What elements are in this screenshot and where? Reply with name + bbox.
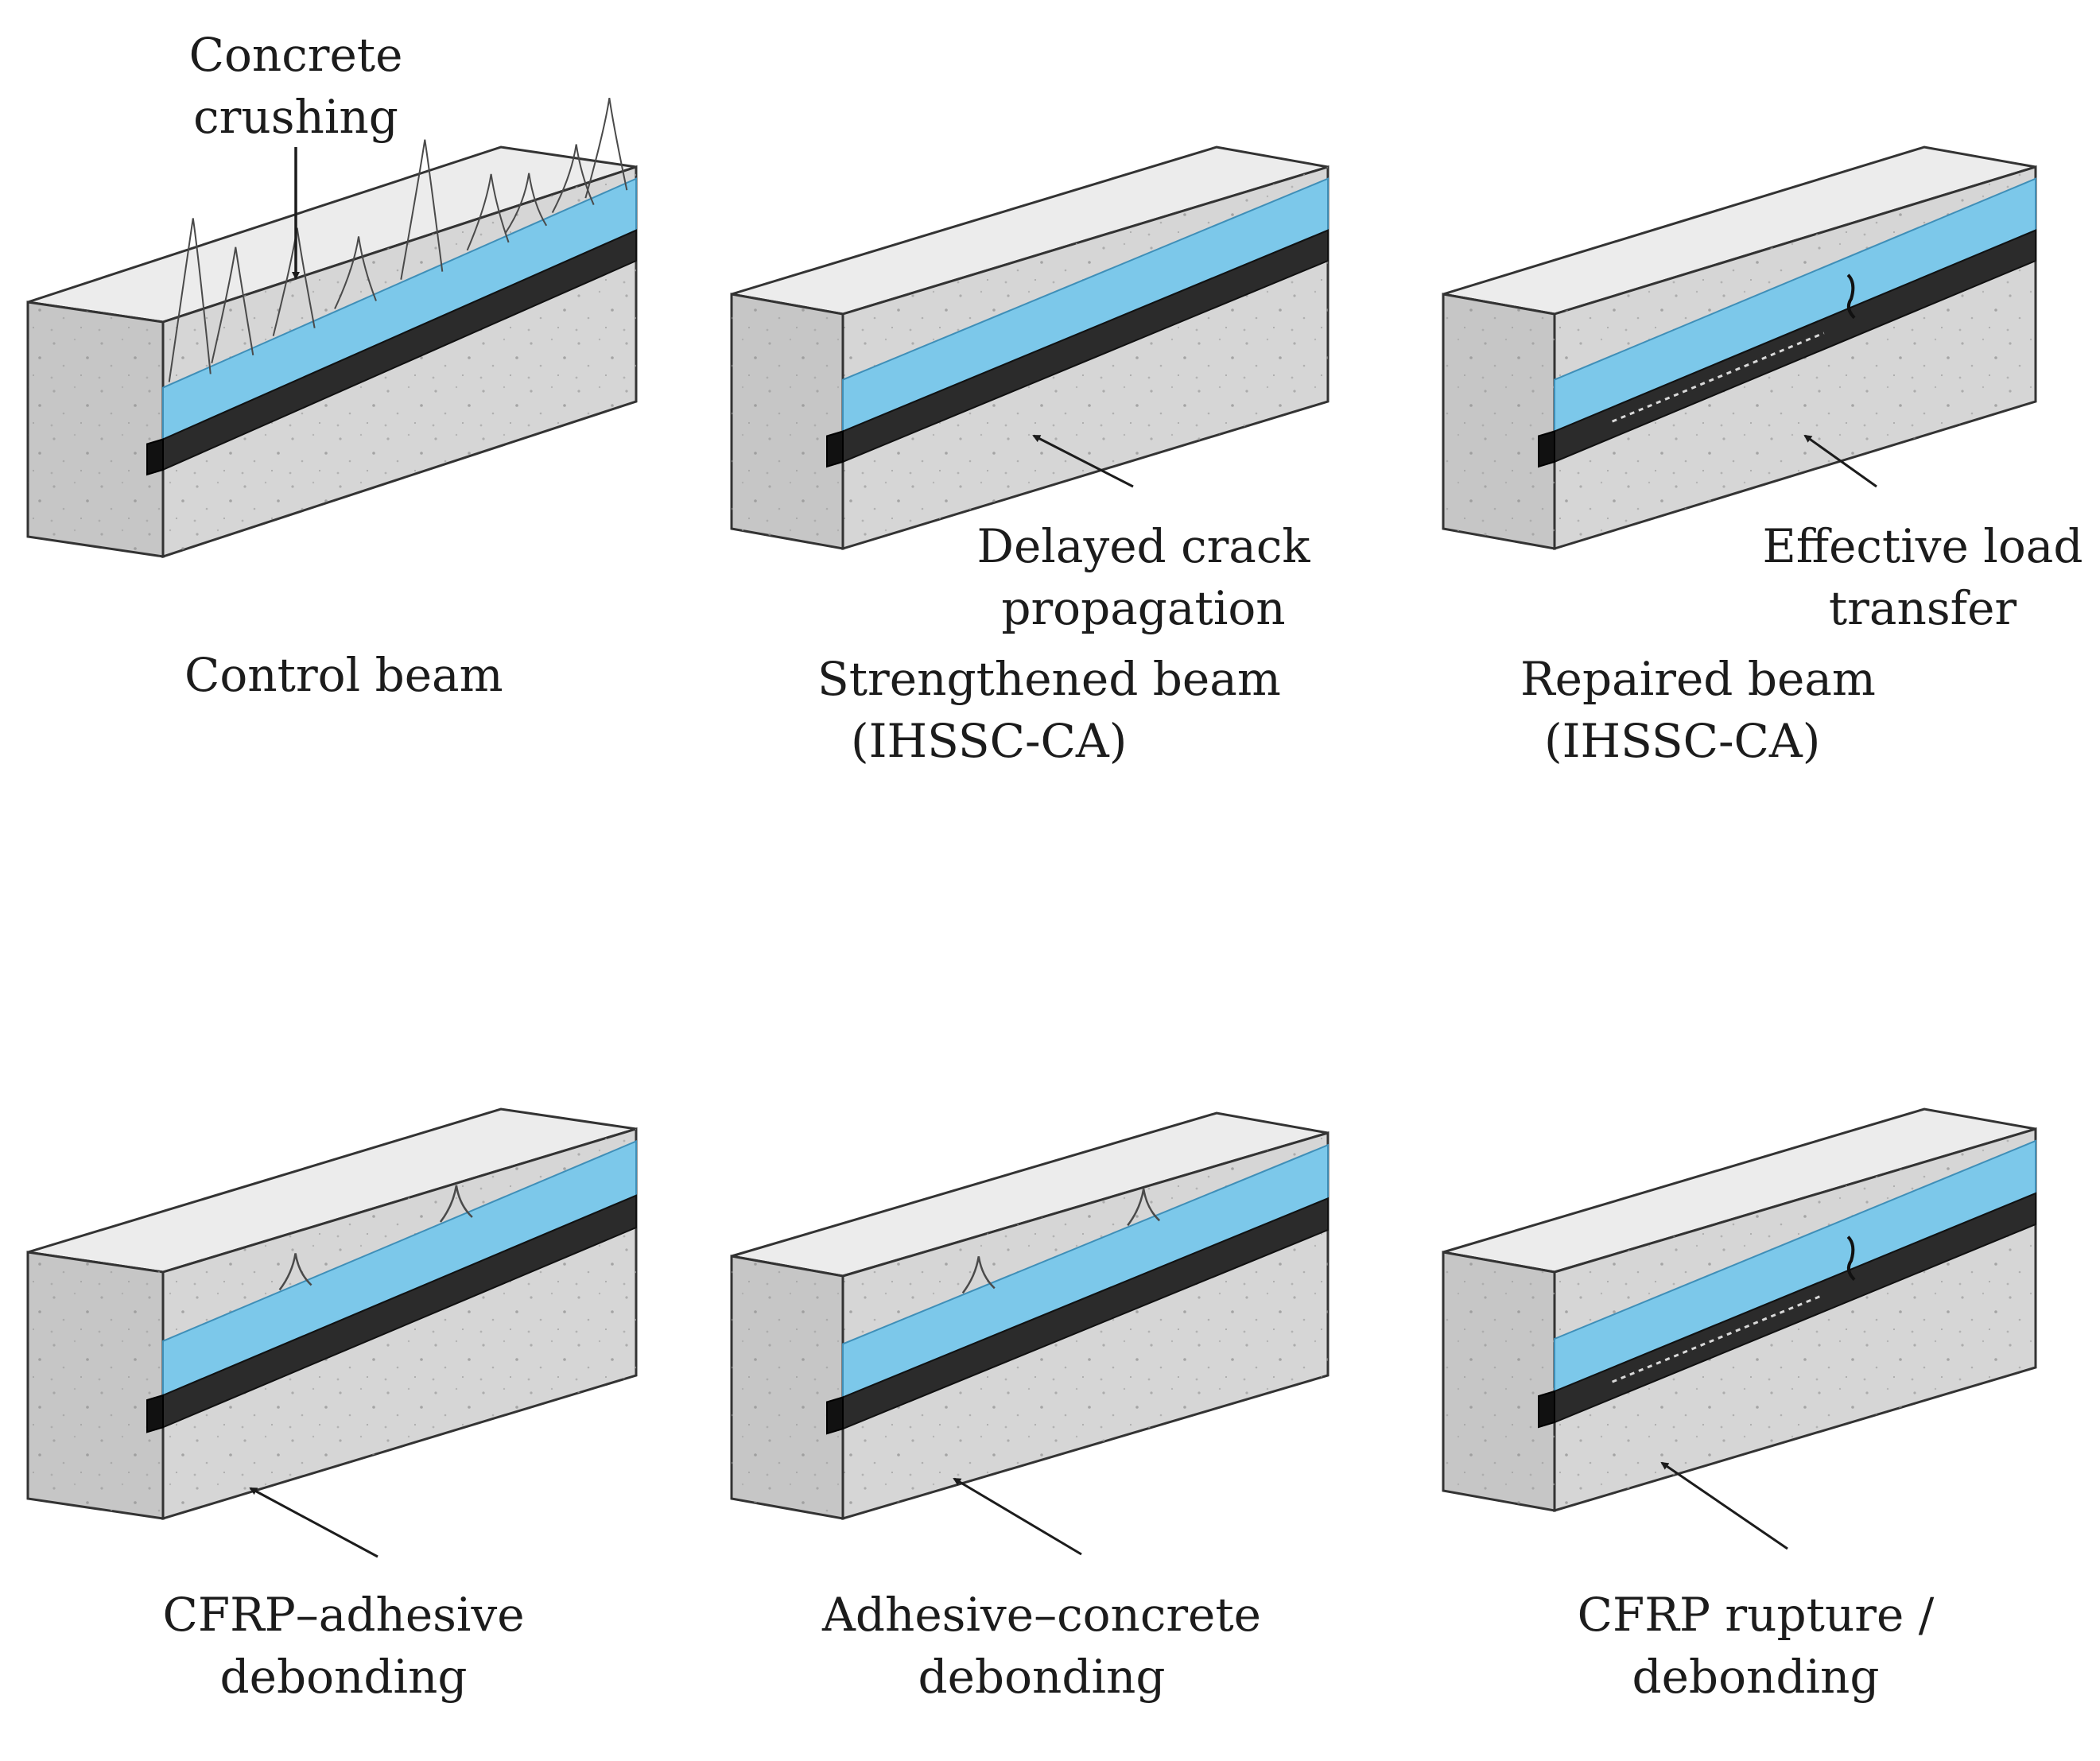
caption-cfrp-rupture: CFRP rupture /debonding	[1577, 1588, 1935, 1704]
pointer-arrow	[1032, 434, 1134, 488]
flexural-crack	[584, 98, 628, 199]
beam-adhesive-concrete	[730, 1111, 1329, 1556]
cfrp-plate-end	[826, 430, 844, 468]
load-transfer-dashes	[1612, 332, 1825, 423]
beam-repaired	[1442, 145, 2037, 551]
flexural-crack	[334, 236, 377, 309]
caption-repaired-beam: Repaired beam(IHSSC-CA)	[1520, 652, 1876, 768]
beam-end-texture	[732, 294, 843, 549]
flexural-crack	[504, 173, 548, 235]
pointer-arrow	[1803, 434, 1877, 488]
repair-crack	[1846, 1235, 1856, 1282]
pointer-arrow	[953, 1477, 1082, 1556]
pointer-arrow	[249, 1487, 378, 1558]
beam-strengthened	[730, 145, 1329, 551]
flexural-crack	[168, 218, 212, 382]
beam-end-texture	[1443, 294, 1555, 549]
cfrp-plate-end	[146, 438, 164, 476]
cfrp-plate-end	[1538, 430, 1555, 468]
flexural-crack	[400, 139, 444, 280]
beam-end-texture	[732, 1256, 843, 1519]
flexural-crack	[551, 144, 595, 214]
flexural-crack	[466, 173, 510, 251]
beam-cfrp-adhesive	[26, 1107, 638, 1558]
flexural-crack	[211, 246, 254, 364]
pointer-arrow	[1660, 1461, 1788, 1550]
small-crack	[961, 1256, 996, 1294]
beam-end-texture	[1443, 1252, 1555, 1511]
caption-strengthened-beam: Strengthened beam(IHSSC-CA)	[817, 652, 1281, 768]
small-crack	[1127, 1189, 1161, 1227]
beam-cfrp-rupture	[1442, 1107, 2037, 1550]
small-crack	[439, 1185, 473, 1223]
cfrp-plate-end	[146, 1394, 164, 1433]
cfrp-plate-end	[1538, 1390, 1555, 1429]
beam-end-texture	[28, 1252, 163, 1519]
caption-control-beam: Control beam	[184, 648, 503, 702]
repair-crack	[1846, 273, 1856, 320]
small-crack	[278, 1253, 312, 1291]
beam-end-texture	[28, 302, 163, 557]
cfrp-plate-end	[826, 1396, 844, 1435]
beam-control	[26, 98, 638, 559]
